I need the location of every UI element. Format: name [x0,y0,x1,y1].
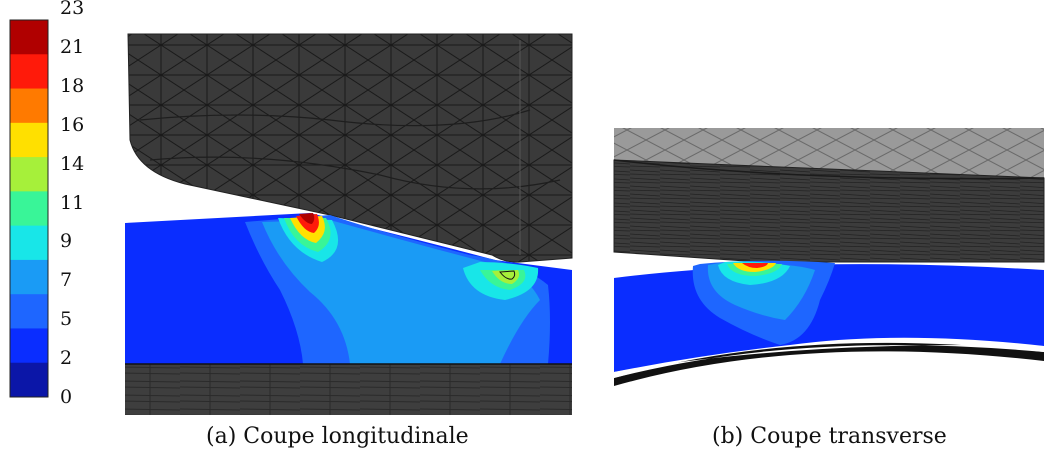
panel-b-lower-support [614,342,1044,386]
colorbar-segment [10,259,48,295]
colorbar-frame [9,19,49,398]
colorbar-tick-label: 0 [60,386,73,408]
colorbar-segment [10,20,48,55]
colorbar-segment [10,157,48,192]
caption-a: (a) Coupe longitudinale [206,424,469,449]
colorbar-tick-label: 7 [60,269,73,292]
colorbar-segment [10,88,48,124]
panel-a-stress-field [125,213,572,364]
colorbar-tick-label: 18 [60,74,85,97]
panel-b-transverse [613,128,1045,386]
colorbar [9,19,49,398]
panel-a-lower-support [125,364,572,415]
colorbar-tick-label: 21 [60,35,85,58]
colorbar-tick-label: 11 [60,191,85,214]
panel-b-upper-indenter [614,128,1044,178]
panel-a-upper-indenter [127,33,573,263]
panel-a-longitudinal [125,33,573,415]
colorbar-tick-label: 9 [60,230,73,253]
colorbar-segment [10,122,48,158]
colorbar-segment [10,362,48,398]
colorbar-segment [10,328,48,364]
colorbar-segment [10,225,48,261]
colorbar-tick-label: 5 [60,308,73,331]
colorbar-tick-label: 16 [60,113,85,136]
colorbar-segment [10,191,48,227]
caption-b: (b) Coupe transverse [712,424,947,449]
panel-b-stress-field [614,260,1044,372]
colorbar-segment [10,294,48,329]
colorbar-tick-label: 2 [60,347,73,370]
colorbar-tick-label: 14 [60,152,85,175]
colorbar-segment [10,54,48,90]
colorbar-tick-label: 23 [60,0,85,19]
